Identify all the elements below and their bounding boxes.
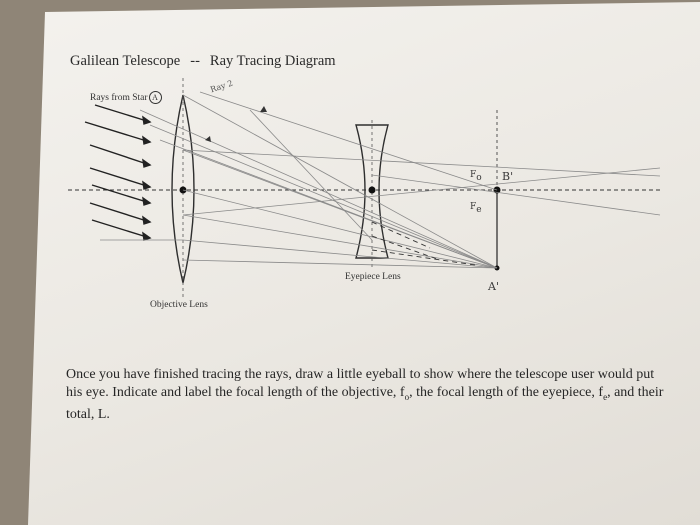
dashed-ray	[371, 221, 431, 249]
arrowhead	[142, 180, 152, 190]
instructions-part1: Once you have finished tracing the rays,…	[66, 367, 655, 400]
instructions-sub-o: o	[404, 391, 410, 402]
fe-letter: F	[470, 202, 477, 212]
instructions-paragraph: Once you have finished tracing the rays,…	[66, 366, 666, 423]
fo-letter: F	[470, 170, 477, 180]
arrowhead	[142, 115, 152, 125]
star-a-circle: A	[148, 91, 162, 104]
arrowhead	[142, 135, 152, 145]
traced-ray	[182, 149, 498, 269]
traced-ray	[249, 109, 373, 241]
image-a-prime-label: A'	[488, 280, 499, 293]
dashed-ray	[371, 235, 441, 261]
title-dash: --	[190, 53, 200, 69]
arrowhead	[142, 196, 152, 206]
incoming-ray	[94, 104, 151, 123]
arrowhead	[142, 215, 152, 225]
dashed-ray-extensions	[371, 221, 476, 266]
traced-ray	[182, 149, 661, 177]
ray-arrowhead	[205, 136, 211, 142]
eyepiece-center-dot	[368, 186, 376, 194]
instructions-part3: , and their total, L.	[66, 384, 664, 422]
instructions-part2: , the focal length of the eyepiece, f	[409, 384, 604, 400]
traced-ray	[182, 259, 498, 269]
focal-point-fo-label: Fo	[470, 170, 482, 183]
page-title: Galilean Telescope -- Ray Tracing Diagram	[70, 53, 336, 70]
rays-from-star-text: Rays from Star	[90, 93, 148, 103]
incoming-ray	[89, 144, 151, 166]
traced-ray-lines	[100, 91, 661, 269]
fo-sub: o	[476, 172, 482, 183]
title-right: Ray Tracing Diagram	[209, 53, 336, 69]
objective-lens-label: Objective Lens	[150, 300, 208, 310]
eyepiece-lens-label: Eyepiece Lens	[345, 272, 401, 282]
arrowhead	[142, 158, 152, 168]
incoming-ray	[84, 121, 151, 143]
arrowhead	[142, 231, 152, 241]
incoming-ray	[91, 219, 151, 239]
fe-sub: e	[476, 204, 482, 215]
traced-ray	[371, 174, 661, 216]
incoming-ray-arrows	[84, 104, 152, 241]
traced-ray	[182, 189, 498, 269]
ray-arrowhead	[260, 106, 267, 112]
image-b-prime-label: B'	[502, 170, 514, 183]
title-left: Galilean Telescope	[70, 53, 181, 69]
traced-ray	[149, 124, 498, 269]
incoming-ray	[89, 167, 151, 188]
instructions-sub-e: e	[603, 391, 608, 402]
traced-ray	[182, 94, 498, 269]
traced-ray	[199, 91, 498, 191]
traced-ray	[139, 109, 498, 269]
traced-ray	[182, 239, 498, 269]
traced-ray	[182, 167, 661, 216]
focal-point-fe-label: Fe	[470, 202, 482, 215]
incoming-ray	[91, 184, 151, 204]
incoming-ray	[89, 202, 151, 223]
traced-ray	[182, 214, 498, 269]
